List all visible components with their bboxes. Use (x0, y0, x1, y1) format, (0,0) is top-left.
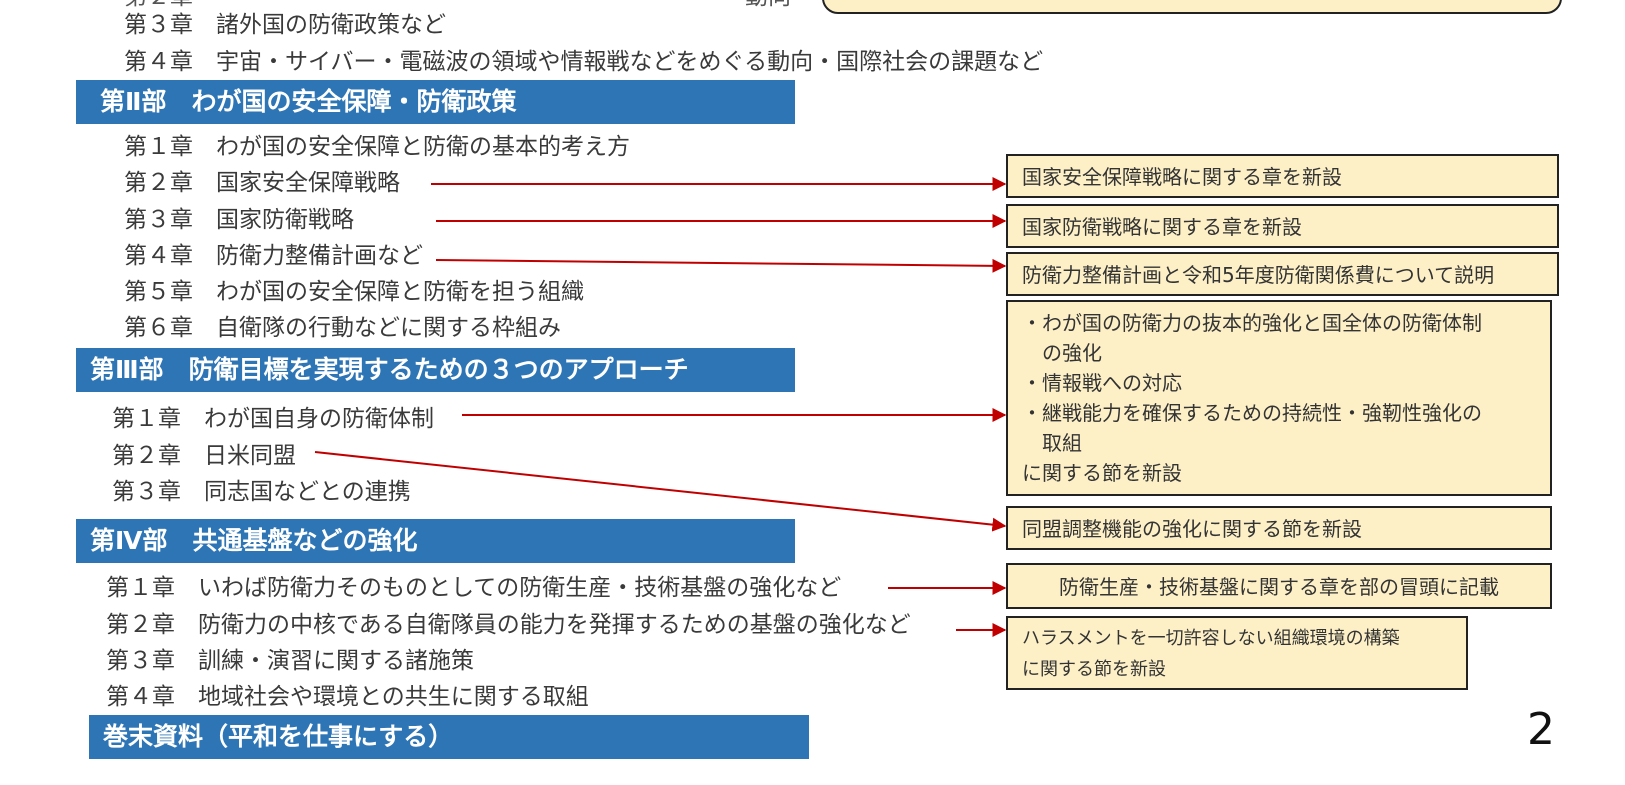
chapter-item: 第４章 宇宙・サイバー・電磁波の領域や情報戦などをめぐる動向・国際社会の課題など (124, 49, 1044, 75)
chapter-item: 第３章 国家防衛戦略 (124, 207, 354, 233)
note-box: ハラスメントを一切許容しない組織環境の構築 に関する節を新設 (1006, 616, 1468, 690)
note-box: 防衛力整備計画と令和5年度防衛関係費について説明 (1006, 252, 1559, 296)
note-text: 同盟調整機能の強化に関する節を新設 (1022, 517, 1362, 541)
chapter-item: 第４章 防衛力整備計画など (124, 243, 423, 269)
chapter-item: 第６章 自衛隊の行動などに関する枠組み (124, 315, 561, 341)
note-line: ・情報戦への対応 (1022, 371, 1182, 395)
note-line: ・わが国の防衛力の抜本的強化と国全体の防衛体制 (1022, 311, 1482, 335)
chapter-item: 第３章 同志国などとの連携 (112, 479, 411, 505)
chapter-partial: 第２章 動向 (124, 0, 791, 12)
note-line: 取組 (1022, 431, 1082, 455)
chapter-item: 第２章 国家安全保障戦略 (124, 170, 400, 196)
note-text: 防衛生産・技術基盤に関する章を部の冒頭に記載 (1059, 575, 1499, 599)
note-text: 国家安全保障戦略に関する章を新設 (1022, 165, 1342, 189)
note-line: ハラスメントを一切許容しない組織環境の構築 (1022, 628, 1400, 649)
note-text: 国家防衛戦略に関する章を新設 (1022, 215, 1302, 239)
note-box: 国家防衛戦略に関する章を新設 (1006, 204, 1559, 248)
note-line: の強化 (1022, 341, 1102, 365)
note-line: ・継戦能力を確保するための持続性・強靭性強化の (1022, 401, 1482, 425)
chapter-item: 第１章 わが国自身の防衛体制 (112, 406, 434, 432)
chapter-item: 第４章 地域社会や環境との共生に関する取組 (106, 684, 589, 710)
page-number: 2 (1527, 704, 1555, 755)
note-box: 防衛生産・技術基盤に関する章を部の冒頭に記載 (1006, 563, 1552, 609)
note-line: に関する節を新設 (1022, 659, 1166, 680)
part-4-header: 第Ⅳ部 共通基盤などの強化 (76, 519, 795, 563)
appendix-header: 巻末資料（平和を仕事にする） (89, 715, 809, 759)
note-line: に関する節を新設 (1022, 461, 1182, 485)
note-box: ・わが国の防衛力の抜本的強化と国全体の防衛体制 の強化 ・情報戦への対応 ・継戦… (1006, 300, 1552, 496)
note-text: 防衛力整備計画と令和5年度防衛関係費について説明 (1022, 263, 1495, 287)
chapter-item: 第２章 日米同盟 (112, 443, 296, 469)
chapter-item: 第５章 わが国の安全保障と防衛を担う組織 (124, 279, 584, 305)
chapter-item: 第１章 いわば防衛力そのものとしての防衛生産・技術基盤の強化など (106, 575, 842, 601)
chapter-item: 第３章 訓練・演習に関する諸施策 (106, 648, 474, 674)
chapter-item: 第２章 防衛力の中核である自衛隊員の能力を発揮するための基盤の強化など (106, 612, 911, 638)
note-box: 同盟調整機能の強化に関する節を新設 (1006, 506, 1552, 550)
part-2-header: 第Ⅱ部 わが国の安全保障・防衛政策 (76, 80, 795, 124)
part-3-header: 第Ⅲ部 防衛目標を実現するための３つのアプローチ (76, 348, 795, 392)
chapter-item: 第３章 諸外国の防衛政策など (124, 12, 446, 38)
chapter-item: 第１章 わが国の安全保障と防衛の基本的考え方 (124, 134, 630, 160)
arrow (314, 451, 1007, 532)
note-box: 国家安全保障戦略に関する章を新設 (1006, 154, 1559, 198)
arrow (435, 258, 1007, 273)
